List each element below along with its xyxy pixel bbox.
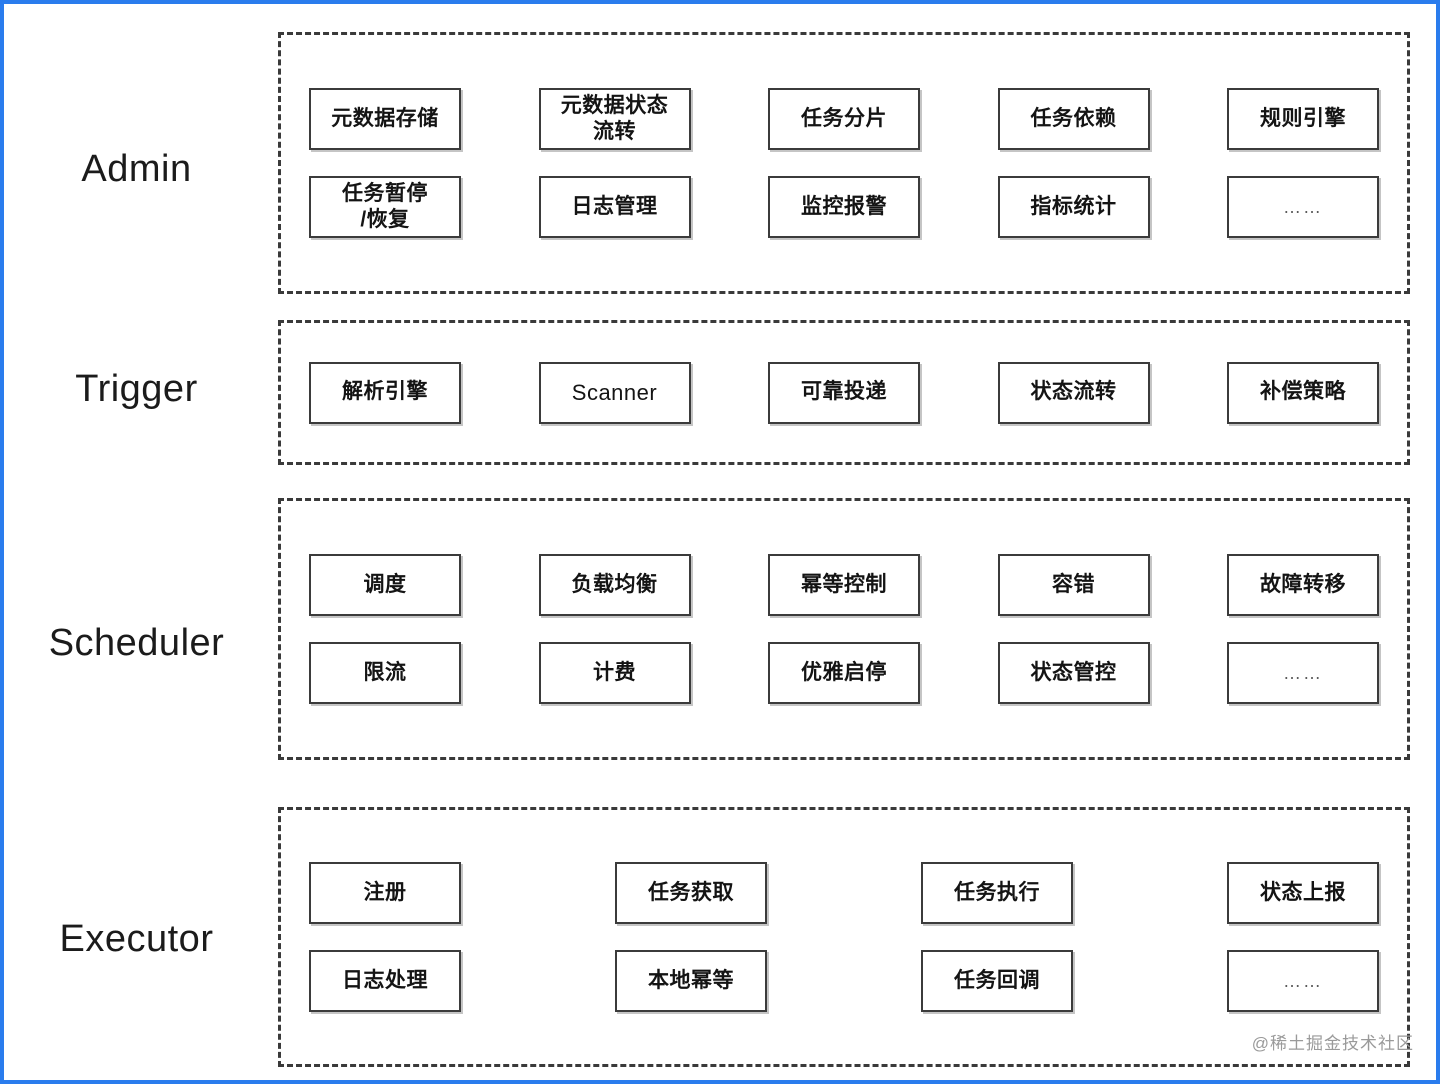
- component-box[interactable]: 指标统计: [997, 176, 1150, 238]
- layer-group-trigger: 解析引擎 Scanner 可靠投递 状态流转 补偿策略: [278, 320, 1410, 465]
- component-box[interactable]: 任务暂停/恢复: [309, 176, 461, 238]
- component-box[interactable]: 元数据状态流转: [538, 88, 691, 150]
- watermark-credit: @稀土掘金技术社区: [1251, 1034, 1414, 1053]
- layer-group-scheduler: 调度 负载均衡 幂等控制 容错 故障转移 限流 计费 优雅启停 状态管控 ……: [278, 498, 1410, 760]
- layer-label-trigger: Trigger: [75, 368, 198, 410]
- layer-row: 日志处理 本地幂等 任务回调 ……: [281, 950, 1407, 1012]
- layer-label-admin: Admin: [81, 148, 192, 190]
- layer-row: 解析引擎 Scanner 可靠投递 状态流转 补偿策略: [281, 361, 1407, 424]
- layer-row: 任务暂停/恢复 日志管理 监控报警 指标统计 ……: [281, 176, 1407, 238]
- component-box[interactable]: 任务执行: [921, 862, 1073, 924]
- component-box[interactable]: 日志管理: [538, 176, 691, 238]
- component-box[interactable]: 状态流转: [997, 361, 1150, 424]
- component-box-placeholder[interactable]: ……: [1227, 950, 1379, 1012]
- layer-label-scheduler: Scheduler: [48, 622, 225, 664]
- layer-group-executor: 注册 任务获取 任务执行 状态上报 日志处理 本地幂等 任务回调 ……: [278, 807, 1410, 1067]
- layer-row: 限流 计费 优雅启停 状态管控 ……: [281, 642, 1407, 704]
- component-box[interactable]: 补偿策略: [1227, 361, 1379, 424]
- component-box[interactable]: 可靠投递: [768, 361, 920, 424]
- layer-row: 调度 负载均衡 幂等控制 容错 故障转移: [281, 554, 1407, 616]
- component-box[interactable]: 规则引擎: [1227, 88, 1379, 150]
- layer-group-admin: 元数据存储 元数据状态流转 任务分片 任务依赖 规则引擎 任务暂停/恢复 日志管…: [278, 32, 1410, 294]
- component-box[interactable]: 解析引擎: [309, 361, 461, 424]
- component-box[interactable]: 任务获取: [615, 862, 767, 924]
- component-box[interactable]: 状态管控: [997, 642, 1150, 704]
- component-box[interactable]: 监控报警: [768, 176, 920, 238]
- component-box[interactable]: 日志处理: [309, 950, 461, 1012]
- component-box[interactable]: 任务依赖: [997, 88, 1150, 150]
- component-box[interactable]: 限流: [309, 642, 461, 704]
- component-box[interactable]: 状态上报: [1227, 862, 1379, 924]
- component-box[interactable]: 故障转移: [1227, 554, 1379, 616]
- component-box[interactable]: 优雅启停: [768, 642, 920, 704]
- component-box[interactable]: 负载均衡: [538, 554, 691, 616]
- component-box[interactable]: 任务回调: [921, 950, 1073, 1012]
- component-box[interactable]: 幂等控制: [768, 554, 920, 616]
- component-box[interactable]: 注册: [309, 862, 461, 924]
- component-box[interactable]: 计费: [538, 642, 691, 704]
- layer-label-executor: Executor: [59, 918, 214, 960]
- component-box-placeholder[interactable]: ……: [1227, 642, 1379, 704]
- component-box[interactable]: 元数据存储: [309, 88, 461, 150]
- layer-row: 注册 任务获取 任务执行 状态上报: [281, 862, 1407, 924]
- component-box[interactable]: 本地幂等: [615, 950, 767, 1012]
- component-box[interactable]: 调度: [309, 554, 461, 616]
- layer-row: 元数据存储 元数据状态流转 任务分片 任务依赖 规则引擎: [281, 88, 1407, 150]
- component-box[interactable]: 容错: [997, 554, 1150, 616]
- component-box[interactable]: Scanner: [538, 361, 691, 424]
- component-box-placeholder[interactable]: ……: [1227, 176, 1379, 238]
- component-box[interactable]: 任务分片: [768, 88, 920, 150]
